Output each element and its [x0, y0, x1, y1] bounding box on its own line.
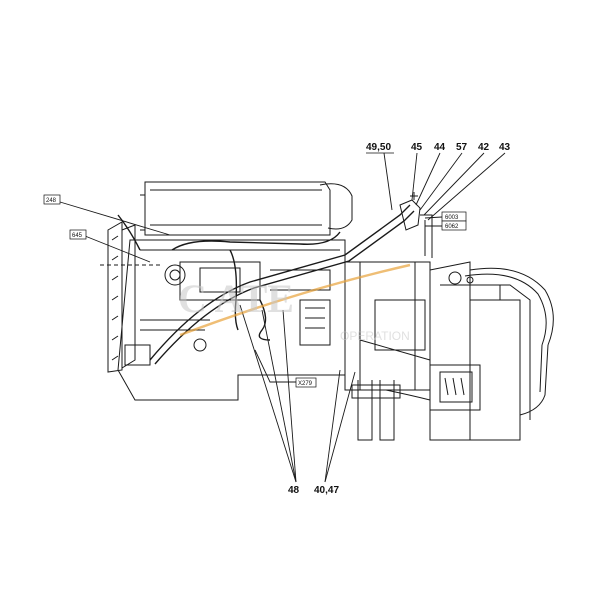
callout-40-47: 40,47: [314, 485, 339, 496]
engine-valve-cover: [140, 181, 353, 236]
tag-645: 645: [69, 229, 87, 240]
callout-45: 45: [411, 142, 423, 153]
callout-43: 43: [499, 142, 511, 153]
watermark: C ATE OPERATION: [178, 263, 411, 343]
lower-pipes: [351, 380, 431, 441]
svg-text:645: 645: [72, 233, 83, 239]
svg-text:X279: X279: [298, 381, 313, 387]
callout-42: 42: [478, 142, 490, 153]
fuel-filter: [399, 192, 433, 258]
callout-48: 48: [288, 485, 300, 496]
watermark-sub: OPERATION: [340, 329, 410, 343]
leader-lines: [59, 152, 506, 483]
callout-44: 44: [434, 142, 446, 153]
tag-6062: 6062: [441, 220, 467, 231]
watermark-brand: C ATE: [178, 276, 294, 321]
transmission: [344, 261, 554, 441]
svg-text:6062: 6062: [445, 224, 459, 230]
radiator: [100, 221, 160, 373]
svg-text:6003: 6003: [445, 215, 459, 221]
tag-248: 248: [43, 194, 61, 205]
callout-49-50: 49,50: [366, 142, 391, 153]
watermark-swoosh: [179, 263, 411, 337]
tag-x279: X279: [295, 377, 317, 388]
tag-6003: 6003: [441, 211, 467, 222]
callout-57: 57: [456, 142, 468, 153]
svg-text:248: 248: [46, 198, 57, 204]
